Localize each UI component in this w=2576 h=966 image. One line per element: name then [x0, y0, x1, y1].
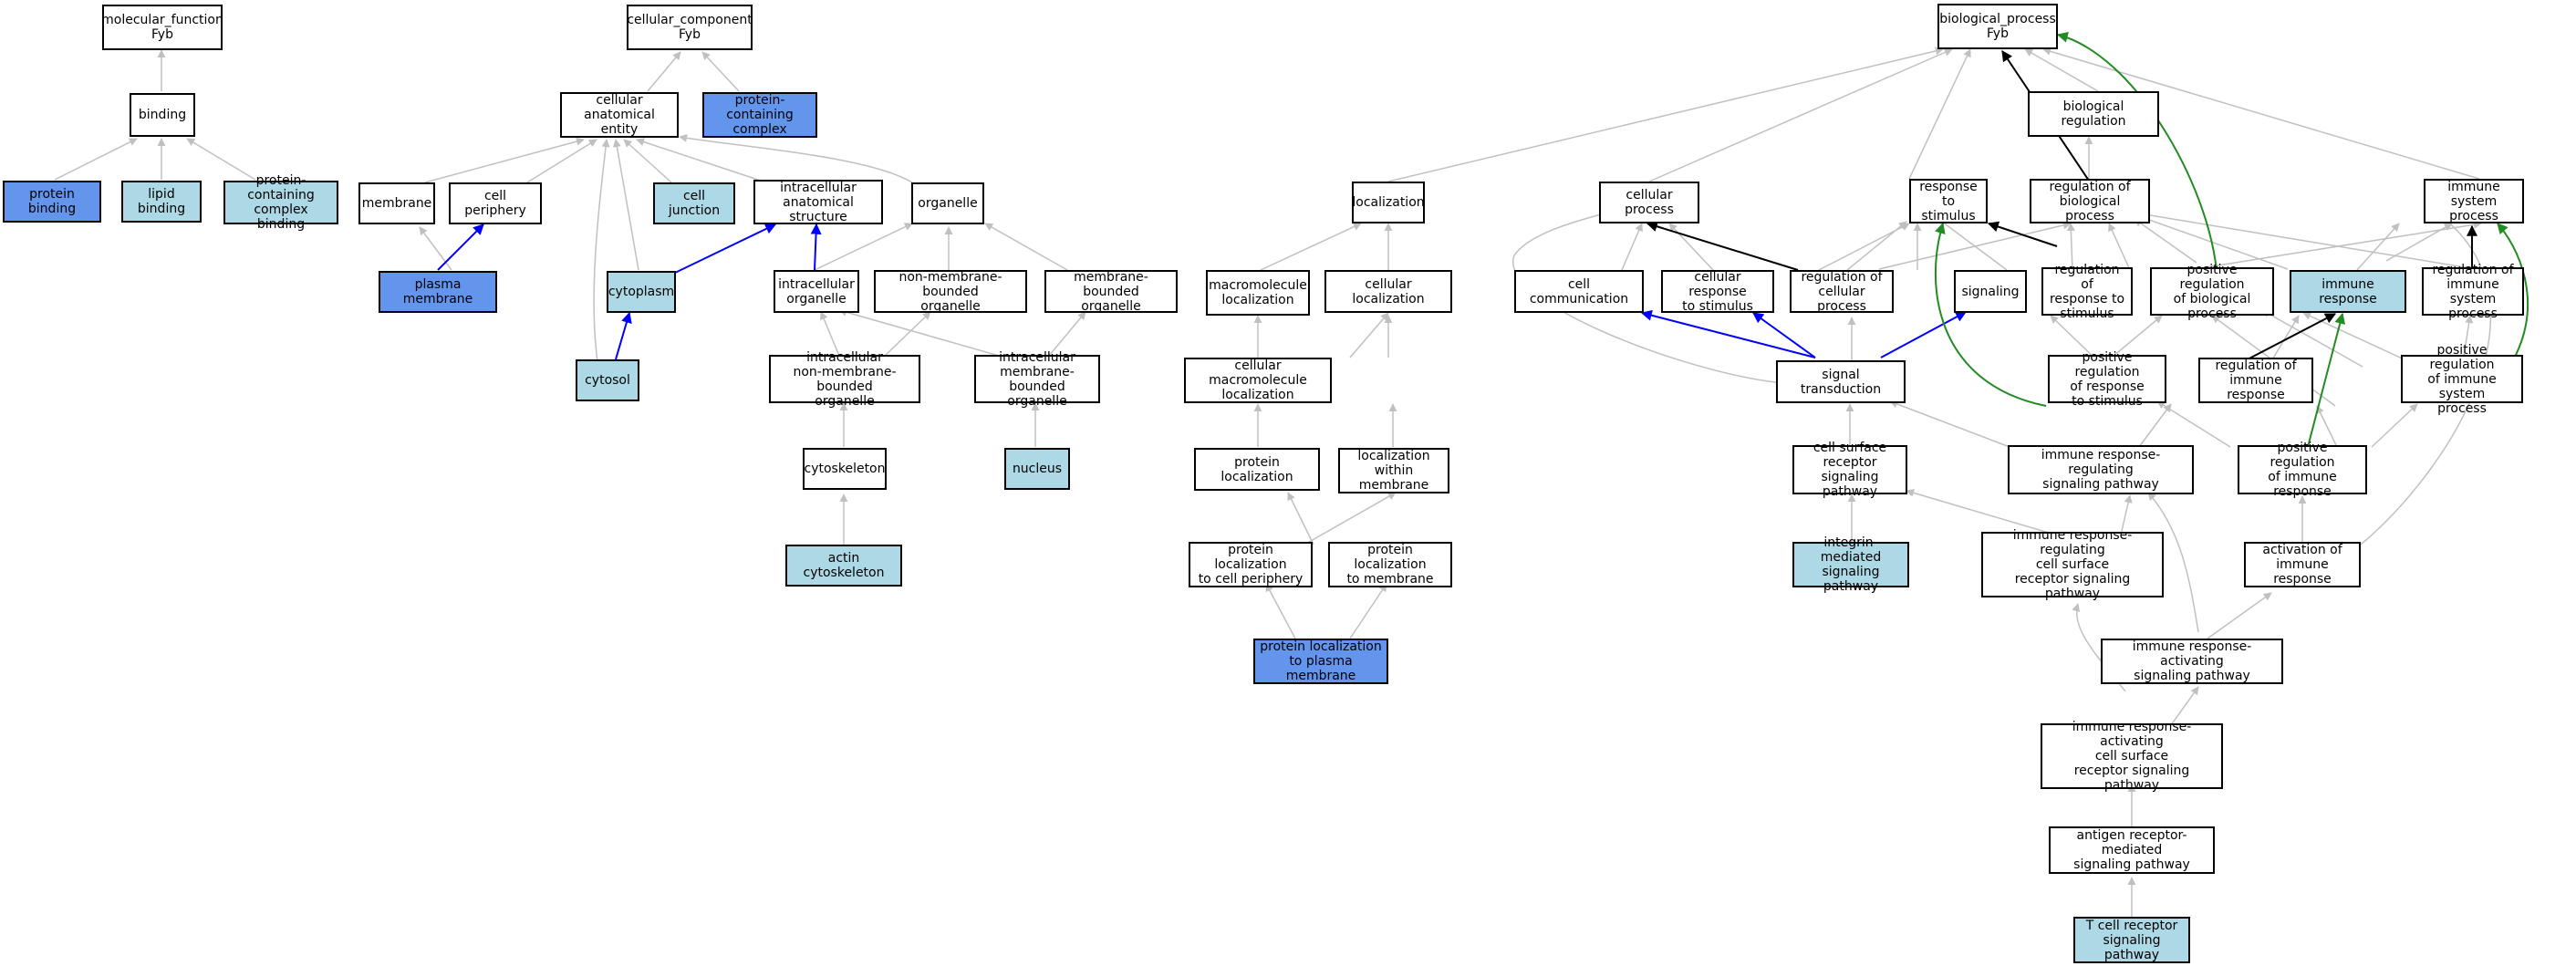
node-localization-within-membrane[interactable]: localization within membrane — [1338, 448, 1449, 493]
node-immune-response-regulating-cell-surface-receptor-signaling-pathway[interactable]: immune response-regulating cell surface … — [1981, 528, 2164, 601]
node-integrin-mediated-signaling-pathway[interactable]: integrin-mediated signaling pathway — [1792, 535, 1909, 594]
part-of-edges — [437, 223, 1968, 360]
node-protein-localization[interactable]: protein localization — [1194, 448, 1320, 491]
node-actin-cytoskeleton[interactable]: actin cytoskeleton — [785, 545, 902, 587]
node-membrane[interactable]: membrane — [358, 182, 435, 224]
node-cellular-process[interactable]: cellular process — [1599, 182, 1699, 223]
node-t-cell-receptor-signaling-pathway[interactable]: T cell receptor signaling pathway — [2073, 917, 2190, 963]
node-intracellular-organelle[interactable]: intracellular organelle — [774, 270, 859, 313]
node-localization[interactable]: localization — [1352, 182, 1425, 223]
node-cell-communication[interactable]: cell communication — [1514, 270, 1644, 313]
node-regulation-of-response-to-stimulus[interactable]: regulation of response to stimulus — [2041, 263, 2133, 321]
node-cytosol[interactable]: cytosol — [576, 359, 639, 401]
node-binding[interactable]: binding — [130, 93, 195, 137]
node-regulation-of-biological-process[interactable]: regulation of biological process — [2030, 179, 2150, 223]
node-immune-response-activating-signaling-pathway[interactable]: immune response-activating signaling pat… — [2101, 639, 2283, 684]
node-cellular-macromolecule-localization[interactable]: cellular macromolecule localization — [1184, 358, 1332, 403]
node-protein-containing-complex-binding[interactable]: protein-containing complex binding — [223, 173, 338, 232]
node-molecular-function[interactable]: molecular_function Fyb — [101, 5, 223, 50]
node-protein-localization-to-membrane[interactable]: protein localization to membrane — [1328, 542, 1452, 587]
node-regulation-of-immune-response[interactable]: regulation of immune response — [2198, 358, 2313, 403]
node-intracellular-membrane-bounded-organelle[interactable]: intracellular membrane-bounded organelle — [974, 350, 1100, 409]
node-intracellular-non-membrane-bounded-organelle[interactable]: intracellular non-membrane-bounded organ… — [769, 350, 920, 409]
node-cytoskeleton[interactable]: cytoskeleton — [803, 448, 887, 490]
node-biological-regulation[interactable]: biological regulation — [2028, 91, 2159, 137]
node-macromolecule-localization[interactable]: macromolecule localization — [1206, 270, 1310, 316]
node-protein-localization-to-plasma-membrane[interactable]: protein localization to plasma membrane — [1253, 639, 1388, 684]
node-cell-surface-receptor-signaling-pathway[interactable]: cell surface receptor signaling pathway — [1792, 441, 1907, 499]
node-cell-periphery[interactable]: cell periphery — [449, 182, 542, 224]
node-biological-process[interactable]: biological_process Fyb — [1937, 4, 2058, 49]
node-signal-transduction[interactable]: signal transduction — [1776, 360, 1906, 403]
node-plasma-membrane[interactable]: plasma membrane — [379, 271, 497, 313]
node-response-to-stimulus[interactable]: response to stimulus — [1909, 179, 1988, 223]
node-membrane-bounded-organelle[interactable]: membrane-bounded organelle — [1044, 270, 1178, 314]
node-immune-response-regulating-signaling-pathway[interactable]: immune response-regulating signaling pat… — [2008, 445, 2194, 494]
node-protein-containing-complex[interactable]: protein-containing complex — [702, 92, 817, 138]
node-non-membrane-bounded-organelle[interactable]: non-membrane-bounded organelle — [874, 270, 1027, 314]
node-positive-regulation-of-immune-system-process[interactable]: positive regulation of immune system pro… — [2401, 343, 2523, 416]
node-lipid-binding[interactable]: lipid binding — [121, 181, 202, 223]
node-organelle[interactable]: organelle — [911, 182, 984, 224]
node-intracellular-anatomical-structure[interactable]: intracellular anatomical structure — [753, 180, 883, 224]
node-positive-regulation-of-biological-process[interactable]: positive regulation of biological proces… — [2150, 263, 2274, 321]
node-antigen-receptor-mediated-signaling-pathway[interactable]: antigen receptor-mediated signaling path… — [2049, 826, 2215, 874]
node-activation-of-immune-response[interactable]: activation of immune response — [2244, 542, 2361, 587]
node-cytoplasm[interactable]: cytoplasm — [607, 271, 676, 313]
node-immune-response[interactable]: immune response — [2290, 270, 2406, 313]
node-positive-regulation-of-response-to-stimulus[interactable]: positive regulation of response to stimu… — [2048, 350, 2166, 409]
node-immune-system-process[interactable]: immune system process — [2424, 179, 2524, 223]
node-cellular-component[interactable]: cellular_component Fyb — [627, 5, 753, 50]
node-immune-response-activating-cell-surface-receptor-signaling-pathway[interactable]: immune response-activating cell surface … — [2041, 720, 2223, 793]
node-signaling[interactable]: signaling — [1954, 270, 2027, 313]
node-cellular-response-to-stimulus[interactable]: cellular response to stimulus — [1661, 270, 1774, 314]
node-nucleus[interactable]: nucleus — [1004, 448, 1070, 490]
positively-regulates-edges — [1935, 31, 2529, 448]
node-cellular-localization[interactable]: cellular localization — [1324, 270, 1452, 313]
node-regulation-of-cellular-process[interactable]: regulation of cellular process — [1790, 270, 1894, 314]
node-protein-binding[interactable]: protein binding — [3, 181, 101, 223]
node-cellular-anatomical-entity[interactable]: cellular anatomical entity — [560, 92, 679, 138]
node-cell-junction[interactable]: cell junction — [653, 182, 735, 224]
node-protein-localization-to-cell-periphery[interactable]: protein localization to cell periphery — [1189, 542, 1313, 587]
node-positive-regulation-of-immune-response[interactable]: positive regulation of immune response — [2238, 441, 2367, 499]
node-regulation-of-immune-system-process[interactable]: regulation of immune system process — [2422, 263, 2524, 321]
